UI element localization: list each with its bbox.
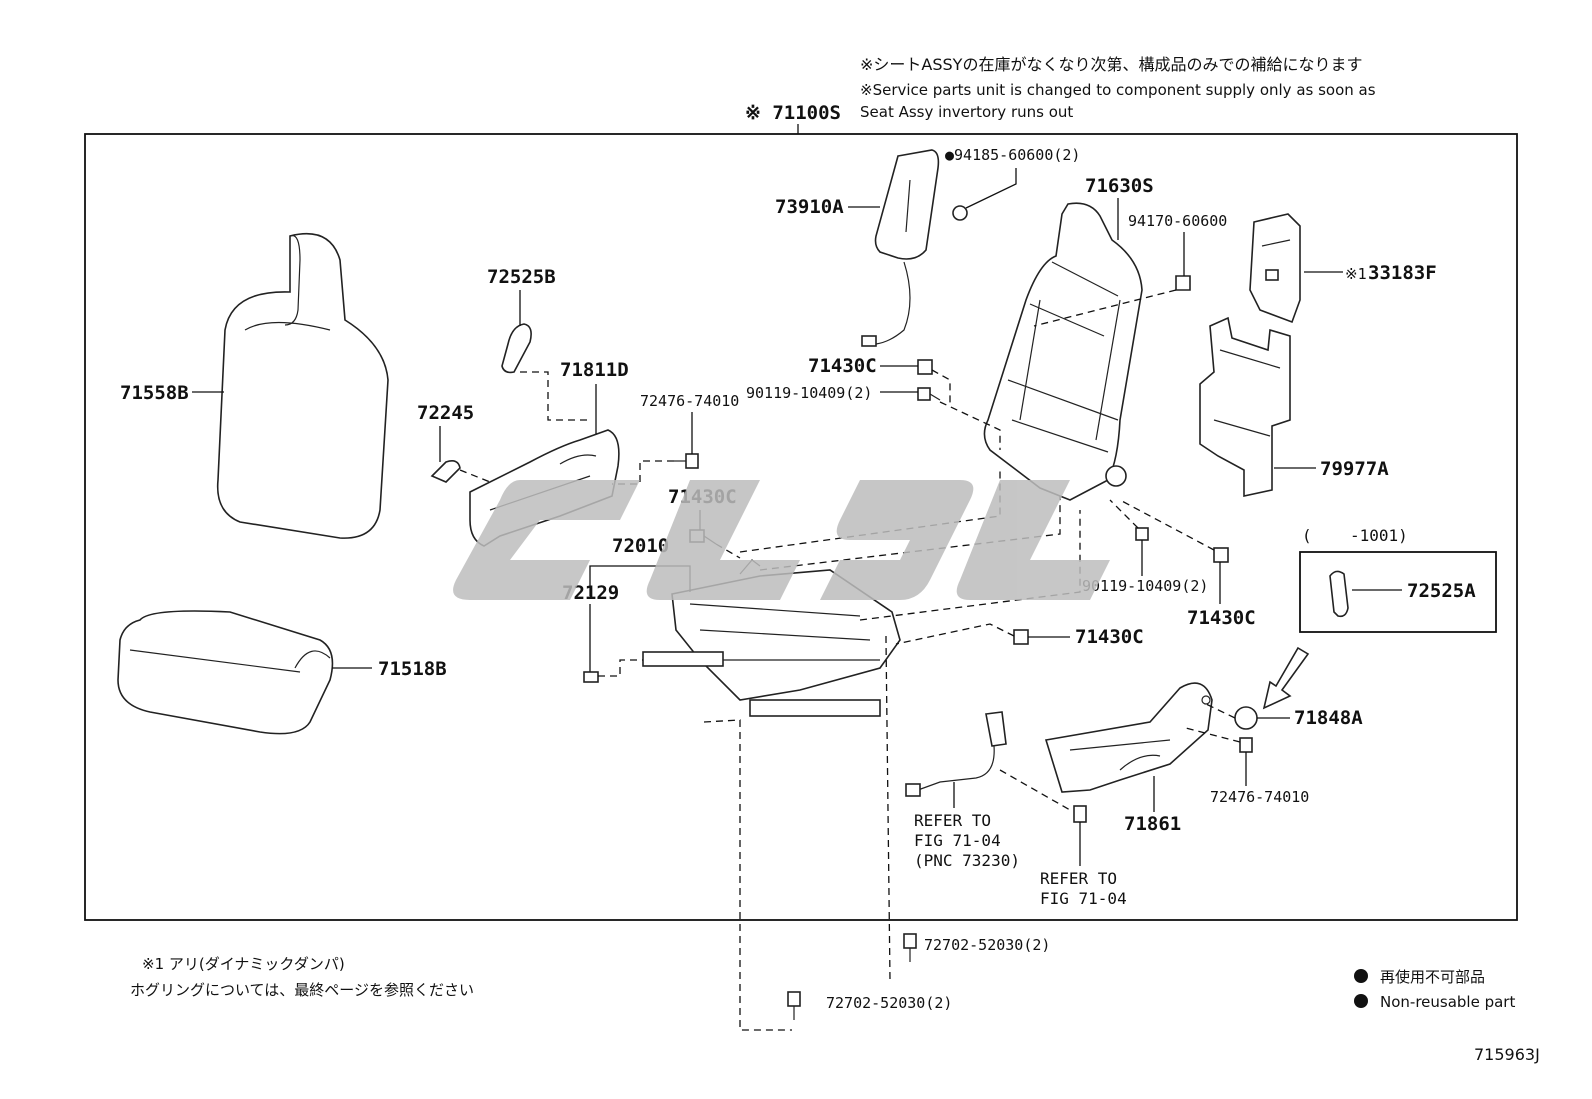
label-72525B: 72525B: [487, 266, 556, 288]
refer1-line1: REFER TO: [914, 811, 991, 830]
label-72010: 72010: [612, 535, 669, 557]
assembly-frame: [84, 133, 1518, 921]
label-71518B: 71518B: [378, 658, 447, 680]
label-72245: 72245: [417, 402, 474, 424]
label-71430C-3: 71430C: [1187, 607, 1256, 629]
label-72702-2: 72702-52030(2): [826, 994, 952, 1012]
assembly-label: ※ 71100S: [745, 102, 841, 124]
cap-71848A-part: [1234, 706, 1258, 730]
seatbelt-buckle-part: [905, 711, 1007, 797]
label-72476-1: 72476-74010: [640, 392, 739, 410]
label-90119-1: 90119-10409(2): [746, 384, 872, 402]
inset-header-code: -1001): [1350, 526, 1408, 545]
damper-33183F-part: [1249, 213, 1301, 324]
refer1-line2: FIG 71-04: [914, 831, 1001, 850]
nut-94170-part: [1175, 275, 1191, 291]
watermark-graphic: [453, 480, 1110, 600]
label-71558B: 71558B: [120, 382, 189, 404]
seatback-cover-part: [216, 232, 389, 539]
legend-dot-1: [1354, 969, 1368, 983]
figure-code: 715963J: [1474, 1045, 1540, 1064]
label-71430C-4: 71430C: [1075, 626, 1144, 648]
bolt-90119-2: [1135, 527, 1149, 541]
label-72525A: 72525A: [1407, 580, 1476, 602]
refer2-line1: REFER TO: [1040, 869, 1117, 888]
side-shield-71861-part: [1044, 682, 1213, 793]
note-en-2: Seat Assy invertory runs out: [860, 103, 1073, 121]
seat-frame-72010-part: [642, 559, 901, 717]
legend-dot-2: [1354, 994, 1368, 1008]
inset-box: [1299, 551, 1497, 633]
label-72702-1: 72702-52030(2): [924, 936, 1050, 954]
label-94185: ●94185-60600(2): [945, 146, 1080, 164]
label-71848A: 71848A: [1294, 707, 1363, 729]
bolt-90119-1: [917, 387, 941, 401]
footnote-1: ※1 アリ(ダイナミックダンパ): [142, 955, 345, 973]
label-94170: 94170-60600: [1128, 212, 1227, 230]
label-33183F: 33183F: [1368, 262, 1437, 284]
note-jp: ※シートASSYの在庫がなくなり次第、構成品のみでの補給になります: [860, 55, 1362, 74]
clip-72129-part: [583, 671, 599, 683]
label-33183F-prefix: ※1: [1345, 265, 1367, 283]
screw-72476-2: [1239, 737, 1253, 753]
seat-cushion-cover-part: [117, 610, 334, 735]
nut-94185-part: [952, 205, 968, 221]
label-71861: 71861: [1124, 813, 1181, 835]
knob-72525B-part: [501, 323, 532, 374]
board-79977A-part: [1199, 316, 1291, 497]
label-71811D: 71811D: [560, 359, 629, 381]
label-90119-2: 90119-10409(2): [1082, 577, 1208, 595]
inset-header-open: (: [1302, 526, 1312, 545]
knob-72525A-part: [1329, 570, 1349, 618]
label-71630S: 71630S: [1085, 175, 1154, 197]
legend-jp: 再使用不可部品: [1380, 968, 1485, 986]
label-79977A: 79977A: [1320, 458, 1389, 480]
label-73910A: 73910A: [775, 196, 844, 218]
side-airbag-73910A-part: [861, 149, 940, 347]
bolt-72702-2: [787, 991, 801, 1020]
footnote-2: ホグリングについては、最終ページを参照ください: [130, 981, 474, 999]
note-en-1: ※Service parts unit is changed to compon…: [860, 81, 1376, 99]
legend-en: Non-reusable part: [1380, 993, 1515, 1011]
bolt-buckle-part: [1073, 805, 1087, 823]
bolt-71430C-4: [1013, 629, 1029, 645]
bolt-71430C-2: [917, 359, 933, 375]
screw-72476-1: [674, 453, 699, 469]
bolt-72702-1: [903, 933, 917, 962]
label-72476-2: 72476-74010: [1210, 788, 1309, 806]
label-71430C-2: 71430C: [808, 355, 877, 377]
refer1-line3: (PNC 73230): [914, 851, 1020, 870]
lever-72245-part: [430, 460, 461, 483]
arrow-indicator: [1262, 646, 1310, 710]
seatback-frame-71630S-part: [983, 202, 1143, 501]
bolt-71430C-3: [1213, 547, 1229, 563]
refer2-line2: FIG 71-04: [1040, 889, 1127, 908]
